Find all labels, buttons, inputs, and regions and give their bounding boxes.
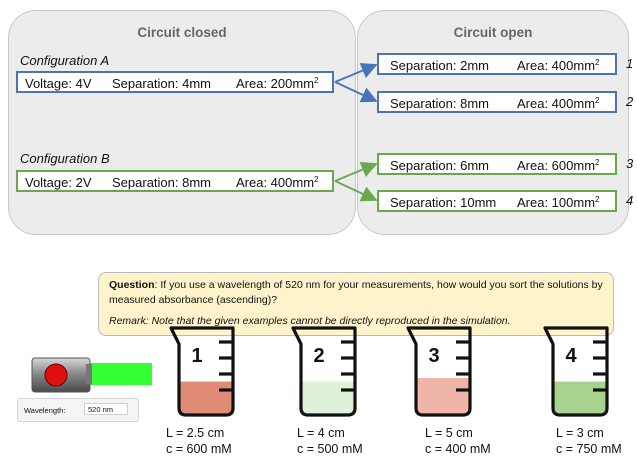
- beaker-number: 3: [428, 345, 439, 367]
- result-2-area: Area: 400mm2: [517, 96, 600, 111]
- config-b-voltage: Voltage: 2V: [25, 175, 92, 190]
- beaker-3: 3: [406, 326, 472, 417]
- beaker-number: 1: [191, 345, 202, 367]
- circuit-open-title: Circuit open: [453, 25, 533, 40]
- result-4-area: Area: 100mm2: [517, 195, 600, 210]
- result-box-3: Separation: 6mm Area: 600mm2: [377, 153, 617, 175]
- config-b-separation: Separation: 8mm: [112, 175, 211, 190]
- beaker-2-measurements: L = 4 cm c = 500 mM: [297, 425, 363, 457]
- beaker-length: L = 5 cm: [425, 426, 473, 440]
- light-beam: [88, 363, 152, 385]
- config-a-title: Configuration A: [20, 53, 110, 68]
- beaker-length: L = 2.5 cm: [166, 426, 225, 440]
- wavelength-label: Wavelength:: [24, 406, 66, 415]
- beaker-number: 2: [313, 345, 324, 367]
- question-text: : If you use a wavelength of 520 nm for …: [109, 279, 603, 306]
- result-3-index: 3: [626, 156, 634, 171]
- config-a-separation: Separation: 4mm: [112, 76, 211, 91]
- beaker-liquid: [416, 378, 470, 414]
- beaker-liquid: [553, 381, 607, 414]
- beaker-number: 4: [565, 345, 577, 367]
- beaker-liquid: [301, 381, 355, 414]
- result-3-separation: Separation: 6mm: [390, 158, 489, 173]
- result-3-area: Area: 600mm2: [517, 158, 600, 173]
- config-b-box: Voltage: 2V Separation: 8mm Area: 400mm2: [16, 170, 334, 192]
- result-2-separation: Separation: 8mm: [390, 96, 489, 111]
- beaker-concentration: c = 600 mM: [166, 442, 232, 456]
- wavelength-input[interactable]: 520 nm: [84, 403, 128, 415]
- beaker-2: 2: [291, 326, 357, 417]
- beaker-outline: [543, 326, 609, 417]
- beaker-outline: [406, 326, 472, 417]
- beaker-4-measurements: L = 3 cm c = 750 mM: [556, 425, 622, 457]
- circuit-closed-title: Circuit closed: [137, 25, 227, 40]
- config-a-area: Area: 200mm2: [236, 76, 319, 91]
- device-nozzle: [86, 364, 92, 384]
- beaker-outline: [169, 326, 235, 417]
- config-b-title: Configuration B: [20, 151, 110, 166]
- beaker-3-measurements: L = 5 cm c = 400 mM: [425, 425, 491, 457]
- beaker-1: 1: [169, 326, 235, 417]
- config-a-voltage: Voltage: 4V: [25, 76, 92, 91]
- question-label: Question: [109, 279, 155, 291]
- result-1-area: Area: 400mm2: [517, 58, 600, 73]
- power-button: [44, 363, 68, 387]
- wavelength-control: Wavelength: 520 nm: [17, 398, 139, 422]
- config-b-area: Area: 400mm2: [236, 175, 319, 190]
- beaker-outline: [291, 326, 357, 417]
- result-4-separation: Separation: 10mm: [390, 195, 497, 210]
- beaker-concentration: c = 750 mM: [556, 442, 622, 456]
- beaker-length: L = 4 cm: [297, 426, 345, 440]
- result-1-index: 1: [626, 56, 634, 71]
- beaker-liquid: [179, 381, 233, 414]
- beaker-concentration: c = 400 mM: [425, 442, 491, 456]
- light-source-device: [31, 357, 152, 393]
- beaker-4: 4: [543, 326, 609, 417]
- circuit-closed-panel: Circuit closed: [8, 10, 356, 235]
- result-box-1: Separation: 2mm Area: 400mm2: [377, 53, 617, 75]
- result-1-separation: Separation: 2mm: [390, 58, 489, 73]
- result-2-index: 2: [626, 94, 634, 109]
- beaker-1-measurements: L = 2.5 cm c = 600 mM: [166, 425, 232, 457]
- config-a-box: Voltage: 4V Separation: 4mm Area: 200mm2: [16, 71, 334, 93]
- result-box-2: Separation: 8mm Area: 400mm2: [377, 91, 617, 113]
- beaker-concentration: c = 500 mM: [297, 442, 363, 456]
- question-remark: Remark: Note that the given examples can…: [109, 315, 511, 327]
- result-box-4: Separation: 10mm Area: 100mm2: [377, 190, 617, 212]
- beaker-length: L = 3 cm: [556, 426, 604, 440]
- result-4-index: 4: [626, 193, 634, 208]
